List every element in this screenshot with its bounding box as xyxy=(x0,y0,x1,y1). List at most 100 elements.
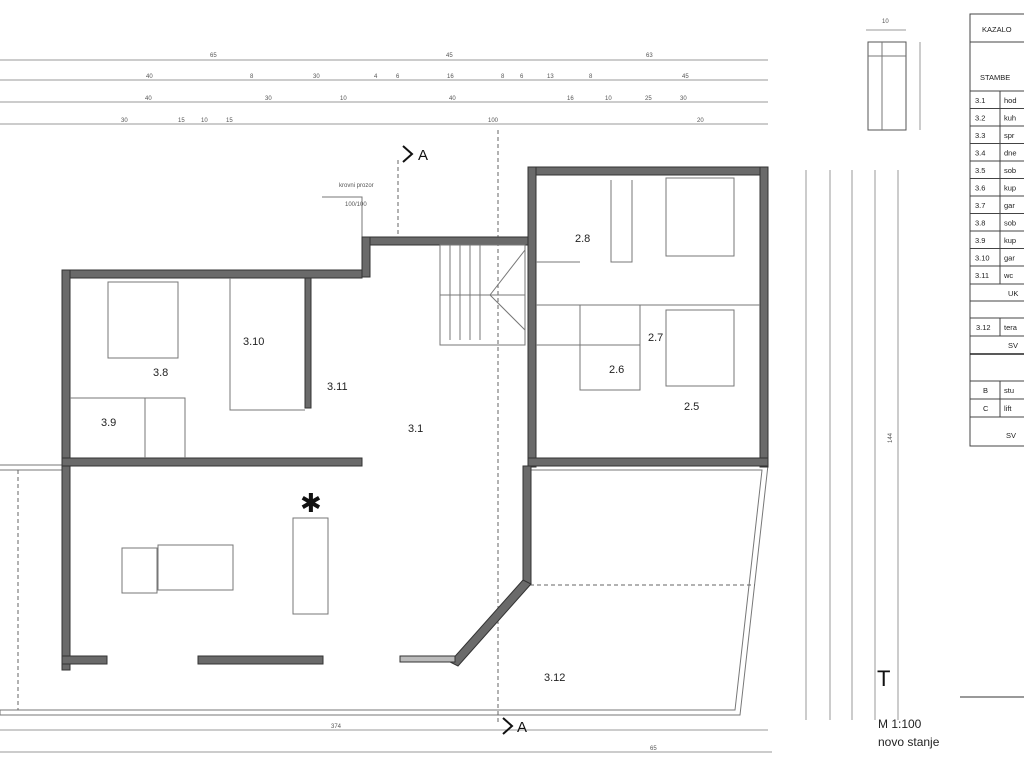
dim-label: 8 xyxy=(501,74,505,80)
legend-row: 3.11 wc xyxy=(970,265,1024,280)
dim-label: 10 xyxy=(340,96,347,102)
dim-label: 30 xyxy=(313,74,320,80)
leader-line xyxy=(322,196,363,237)
room-labels: 3.1 3.8 3.9 3.10 3.11 2.5 2.6 2.7 2.8 3.… xyxy=(101,233,699,684)
terrace-outline xyxy=(0,464,769,716)
dim-label: 16 xyxy=(567,96,574,102)
dim-label: 100 xyxy=(488,118,499,124)
room-label: 2.5 xyxy=(684,401,699,413)
legend-row-name: kup xyxy=(1004,184,1016,193)
legend-row-name: kuh xyxy=(1004,114,1016,123)
dim-label: 8 xyxy=(250,74,254,80)
dim-label: 15 xyxy=(226,118,233,124)
dim-label: 63 xyxy=(646,53,653,59)
legend-row-id: 3.8 xyxy=(975,219,985,228)
legend-row-id: 3.9 xyxy=(975,236,985,245)
legend-row-id: 3.4 xyxy=(975,149,985,158)
dim-label: 40 xyxy=(146,74,153,80)
legend-row-name: kup xyxy=(1004,236,1016,245)
svg-text:lift: lift xyxy=(1004,404,1012,413)
svg-text:stu: stu xyxy=(1004,386,1014,395)
dim-label: 16 xyxy=(447,74,454,80)
dim-label: 10 xyxy=(605,96,612,102)
svg-text:C: C xyxy=(983,404,989,413)
dim-label: 45 xyxy=(682,74,689,80)
dim-label: 65 xyxy=(210,53,217,59)
svg-text:STAMBE: STAMBE xyxy=(980,73,1010,82)
dim-label: 65 xyxy=(650,746,657,752)
legend-row: 3.3 spr xyxy=(970,125,1024,140)
dim-label: 15 xyxy=(178,118,185,124)
interior-walls xyxy=(70,180,760,458)
legend-row-name: sob xyxy=(1004,219,1016,228)
dim-label: 144 xyxy=(888,432,894,443)
room-label: 2.7 xyxy=(648,332,663,344)
svg-text:3.12: 3.12 xyxy=(976,323,991,332)
svg-text:B: B xyxy=(983,386,988,395)
legend-row: 3.10 gar xyxy=(970,248,1024,263)
dim-label: 40 xyxy=(145,96,152,102)
plant-icon: ✱ xyxy=(300,488,322,518)
dim-label: 13 xyxy=(547,74,554,80)
room-label: 3.9 xyxy=(101,417,116,429)
window-note: krovni prozor xyxy=(339,183,374,189)
state-label: novo stanje xyxy=(878,735,940,749)
dim-label: 10 xyxy=(882,19,889,25)
dim-label: 6 xyxy=(520,74,524,80)
legend-row-name: wc xyxy=(1003,271,1013,280)
furniture: ✱ xyxy=(121,488,329,615)
dimension-lines-top xyxy=(0,59,899,753)
dim-label: 40 xyxy=(449,96,456,102)
title-fragment: T xyxy=(877,666,890,691)
section-marker-bottom: A xyxy=(502,717,527,736)
dim-label: 8 xyxy=(589,74,593,80)
svg-text:KAZALO: KAZALO xyxy=(982,25,1012,34)
window-note: 100/100 xyxy=(345,202,367,208)
legend-row-name: hod xyxy=(1004,96,1017,105)
dim-label: 20 xyxy=(697,118,704,124)
beds xyxy=(107,177,735,387)
dim-label: 30 xyxy=(121,118,128,124)
legend-row: 3.8 sob xyxy=(970,213,1024,228)
room-label: 3.1 xyxy=(408,423,423,435)
room-label: 2.6 xyxy=(609,364,624,376)
legend-row: 3.7 gar xyxy=(970,195,1024,210)
svg-text:A: A xyxy=(517,719,527,736)
legend-row-id: 3.10 xyxy=(975,254,990,263)
dimension-labels: 65 45 63 40 8 30 4 6 16 8 6 13 8 45 40 3… xyxy=(121,19,894,752)
legend-row: 3.4 dne xyxy=(970,143,1024,158)
svg-text:tera: tera xyxy=(1004,323,1018,332)
legend-row-id: 3.7 xyxy=(975,201,985,210)
legend-row-name: sob xyxy=(1004,166,1016,175)
room-label: 3.10 xyxy=(243,336,264,348)
dim-label: 6 xyxy=(396,74,400,80)
room-label: 3.8 xyxy=(153,367,168,379)
svg-text:UK: UK xyxy=(1008,289,1018,298)
room-label: 3.12 xyxy=(544,672,565,684)
legend-row-name: spr xyxy=(1004,131,1015,140)
detail-element xyxy=(866,29,921,131)
scale-label: M 1:100 xyxy=(878,717,922,731)
room-label: 2.8 xyxy=(575,233,590,245)
svg-text:SV: SV xyxy=(1006,431,1016,440)
legend-row-name: dne xyxy=(1004,149,1017,158)
dim-label: 10 xyxy=(201,118,208,124)
dim-label: 45 xyxy=(446,53,453,59)
dim-label: 30 xyxy=(265,96,272,102)
legend-row-id: 3.11 xyxy=(975,271,989,280)
legend-row-name: gar xyxy=(1004,201,1015,210)
legend-row: 3.6 kup xyxy=(970,178,1024,193)
legend-row-name: gar xyxy=(1004,254,1015,263)
legend-row-id: 3.6 xyxy=(975,184,985,193)
walls xyxy=(61,166,769,671)
dim-label: 374 xyxy=(331,724,342,730)
legend-row-id: 3.3 xyxy=(975,131,985,140)
dim-label: 25 xyxy=(645,96,652,102)
room-label: 3.11 xyxy=(327,381,348,393)
staircase xyxy=(439,244,526,346)
legend-row-id: 3.2 xyxy=(975,114,985,123)
legend-row: 3.2 kuh xyxy=(970,108,1024,123)
